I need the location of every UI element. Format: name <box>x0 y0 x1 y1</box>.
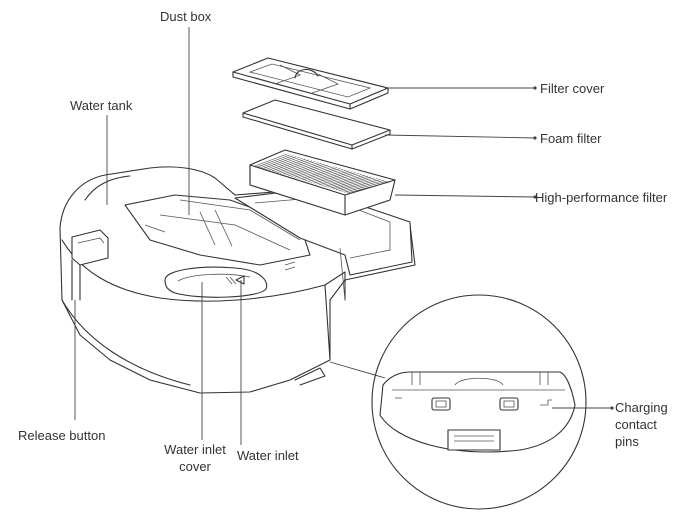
label-dust-box: Dust box <box>160 9 212 24</box>
label-water-inlet-cover-line1: Water inlet <box>164 442 226 457</box>
filter-pleat <box>263 156 297 169</box>
filter-pleat <box>316 172 356 185</box>
filter-pleat <box>293 165 331 178</box>
leader-lines <box>74 27 614 445</box>
label-high-performance-filter: High-performance filter <box>535 190 668 205</box>
filter-pleat <box>277 160 313 173</box>
filter-pleat <box>282 162 319 175</box>
dust-box-body <box>59 166 416 394</box>
label-water-inlet-cover-line2: cover <box>179 459 211 474</box>
filter-pleat <box>268 157 303 171</box>
filter-pleat <box>307 169 347 182</box>
filter-pleat <box>260 155 294 168</box>
foam-filter <box>242 99 391 150</box>
label-water-tank: Water tank <box>70 98 133 113</box>
filter-pleat <box>296 166 334 179</box>
filter-pleat <box>346 181 391 194</box>
filter-cover <box>232 57 389 110</box>
filter-pleat <box>321 174 362 186</box>
filter-pleat <box>291 164 328 177</box>
filter-pleat <box>302 168 341 181</box>
filter-pleat <box>338 179 381 191</box>
filter-pleat <box>257 154 291 168</box>
label-release-button: Release button <box>18 428 106 443</box>
filter-pleat <box>324 174 366 187</box>
label-foam-filter: Foam filter <box>540 131 602 146</box>
filter-pleat <box>330 176 372 189</box>
zoom-detail <box>329 294 587 510</box>
filter-pleat <box>335 178 378 191</box>
filter-pleat <box>288 163 325 177</box>
filter-pleat <box>313 171 353 184</box>
filter-pleat <box>271 158 306 172</box>
filter-pleat <box>299 167 338 180</box>
filter-pleat <box>344 180 387 193</box>
filter-pleat <box>279 161 316 174</box>
label-water-inlet: Water inlet <box>237 448 299 463</box>
filter-pleat <box>266 157 300 170</box>
label-charging-line2: contact <box>615 417 657 432</box>
label-charging-line1: Charging <box>615 400 668 415</box>
filter-pleat <box>310 170 350 183</box>
label-water-inlet-cover: Water inlet cover <box>150 441 240 475</box>
filter-pleat <box>305 168 344 182</box>
high-performance-filter <box>249 149 396 216</box>
filter-pleat <box>285 163 322 176</box>
label-charging-contact-pins: Charging contact pins <box>615 399 668 450</box>
filter-pleat <box>332 177 375 190</box>
filter-pleat <box>254 153 288 167</box>
label-charging-line3: pins <box>615 434 639 449</box>
filter-pleat <box>274 159 309 173</box>
filter-pleat <box>319 173 359 186</box>
filter-pleat <box>327 175 369 188</box>
filter-pleat <box>341 180 384 192</box>
label-filter-cover: Filter cover <box>540 81 605 96</box>
